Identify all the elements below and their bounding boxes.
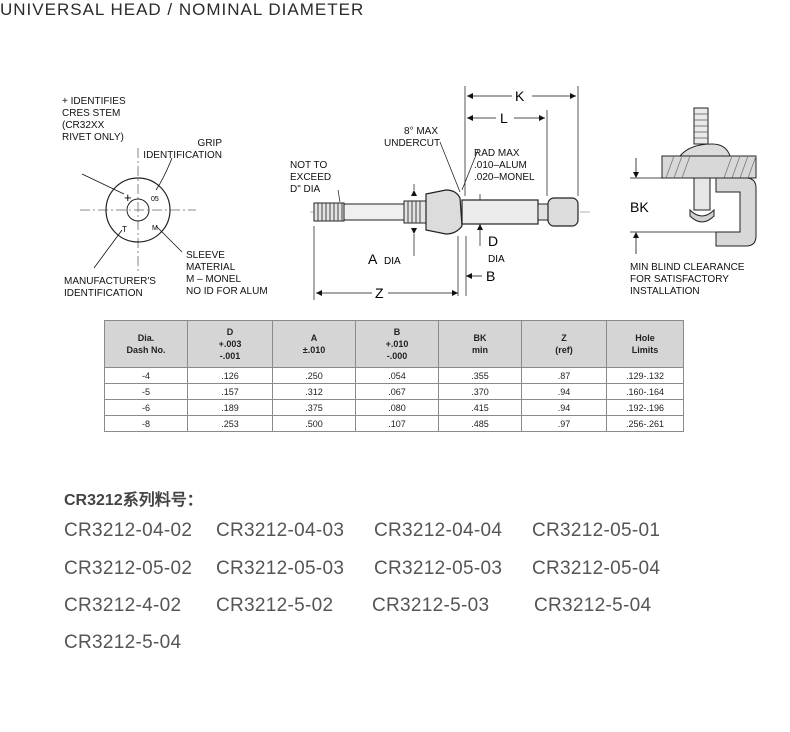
- cell: .97: [521, 415, 607, 432]
- dimension-a-sub: DIA: [384, 256, 401, 267]
- leader-manufacturer: [93, 229, 123, 269]
- blind-clearance-label: MIN BLIND CLEARANCE FOR SATISFACTORY INS…: [630, 262, 745, 297]
- table-row: -6 .189 .375 .080 .415 .94 .192-.196: [104, 399, 684, 416]
- cell: .87: [521, 367, 607, 384]
- header-b: B +.010 -.000: [355, 320, 439, 368]
- blind-bracket: [715, 177, 757, 247]
- rivet-head: [425, 189, 463, 235]
- manufacturer-id-label: MANUFACTURER'S IDENTIFICATION: [64, 276, 156, 299]
- leader-sleeve: [155, 225, 183, 253]
- dimension-b: B: [486, 268, 495, 284]
- sleeve-material-label: SLEEVE MATERIAL M – MONEL NO ID FOR ALUM: [186, 250, 268, 297]
- part-number: CR3212-04-03: [216, 520, 345, 541]
- cell: .189: [187, 399, 273, 416]
- table-row: -5 .157 .312 .067 .370 .94 .160-.164: [104, 383, 684, 400]
- header-d: D +.003 -.001: [187, 320, 273, 368]
- cell: .157: [187, 383, 273, 400]
- cell: .500: [272, 415, 356, 432]
- cell: -8: [104, 415, 188, 432]
- cell: .126: [187, 367, 273, 384]
- cell: -4: [104, 367, 188, 384]
- grip-identification-label: GRIP IDENTIFICATION: [143, 138, 222, 161]
- part-number: CR3212-05-04: [532, 558, 661, 579]
- part-number: CR3212-4-02: [64, 595, 182, 616]
- leader-cres: [81, 173, 125, 195]
- cell: .192-.196: [606, 399, 684, 416]
- part-number: CR3212-05-03: [216, 558, 345, 579]
- stem-break-ring: [547, 197, 579, 227]
- cell: .129-.132: [606, 367, 684, 384]
- grip-mark: 05: [151, 196, 159, 203]
- rivet-side-view: K L A DIA D DIA B Z: [310, 86, 590, 301]
- cell: .253: [187, 415, 273, 432]
- head-outer-circle: [105, 177, 171, 243]
- part-number: CR3212-5-02: [216, 595, 334, 616]
- material-mark: M: [152, 225, 158, 232]
- cell: .250: [272, 367, 356, 384]
- dimension-d-sub: DIA: [488, 254, 505, 265]
- upper-sheet: [661, 155, 757, 179]
- sleeve-body: [461, 199, 539, 225]
- dimension-bk: BK: [630, 199, 649, 215]
- cell: .160-.164: [606, 383, 684, 400]
- dimension-z: Z: [375, 285, 384, 301]
- cell: .370: [438, 383, 522, 400]
- dimension-a: A: [368, 251, 378, 267]
- cell: .067: [355, 383, 439, 400]
- header-bk: BK min: [438, 320, 522, 368]
- part-number: CR3212-04-02: [64, 520, 193, 541]
- cell: -6: [104, 399, 188, 416]
- cell: .415: [438, 399, 522, 416]
- spec-table: Dia. Dash No. D +.003 -.001 A ±.010 B +.…: [104, 320, 684, 432]
- part-number: CR3212-05-02: [64, 558, 193, 579]
- cell: .080: [355, 399, 439, 416]
- cell: .355: [438, 367, 522, 384]
- cell: .054: [355, 367, 439, 384]
- table-row: -8 .253 .500 .107 .485 .97 .256-.261: [104, 415, 684, 432]
- dimension-d: D: [488, 233, 498, 249]
- stem-lock-grooves: [403, 200, 427, 224]
- cell: .94: [521, 383, 607, 400]
- dimension-k: K: [515, 88, 525, 104]
- header-a: A ±.010: [272, 320, 356, 368]
- rivet-head-top-view: + 05 M T: [80, 148, 196, 272]
- cell: .312: [272, 383, 356, 400]
- header-z: Z (ref): [521, 320, 607, 368]
- header-dash-no: Dia. Dash No.: [104, 320, 188, 368]
- part-number: CR3212-04-04: [374, 520, 503, 541]
- cell: .256-.261: [606, 415, 684, 432]
- cell: .107: [355, 415, 439, 432]
- leader-grip: [155, 157, 173, 191]
- part-number: CR3212-05-03: [374, 558, 503, 579]
- cres-stem-label: + IDENTIFIES CRES STEM (CR32XX RIVET ONL…: [62, 96, 126, 143]
- cell: .94: [521, 399, 607, 416]
- not-to-exceed-label: NOT TO EXCEED D" DIA: [290, 160, 332, 195]
- cres-plus-mark: +: [124, 190, 132, 205]
- part-number: CR3212-5-03: [372, 595, 490, 616]
- part-number: CR3212-5-04: [534, 595, 652, 616]
- undercut-label: 8° MAX UNDERCUT: [384, 126, 441, 149]
- series-title: CR3212系列料号：: [64, 492, 203, 509]
- stem-circle: [126, 198, 150, 222]
- stem-shank: [343, 203, 405, 221]
- cell: -5: [104, 383, 188, 400]
- dimension-l: L: [500, 110, 508, 126]
- part-number: CR3212-5-04: [64, 632, 182, 653]
- cell: .485: [438, 415, 522, 432]
- blind-clearance-view: BK: [630, 107, 757, 254]
- cell: .375: [272, 399, 356, 416]
- header-hole-limits: Hole Limits: [606, 320, 684, 368]
- part-number: CR3212-05-01: [532, 520, 661, 541]
- table-header-row: Dia. Dash No. D +.003 -.001 A ±.010 B +.…: [104, 320, 684, 368]
- page-title: UNIVERSAL HEAD / NOMINAL DIAMETER: [0, 0, 365, 19]
- table-row: -4 .126 .250 .054 .355 .87 .129-.132: [104, 367, 684, 384]
- radius-max-label: RAD MAX .010–ALUM .020–MONEL: [474, 148, 535, 183]
- manufacturer-mark: T: [122, 225, 127, 234]
